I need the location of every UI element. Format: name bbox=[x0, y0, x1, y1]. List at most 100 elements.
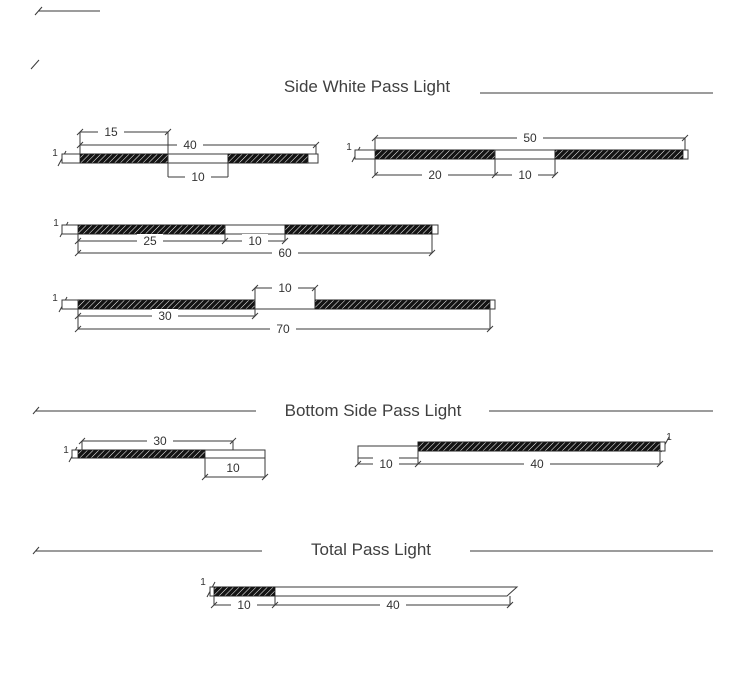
end-tick bbox=[486, 325, 494, 333]
end-tick bbox=[491, 171, 499, 179]
end-tick bbox=[281, 237, 289, 245]
dim-label-40: 40 bbox=[530, 457, 544, 471]
diagram-g: 1 10 40 bbox=[200, 577, 519, 612]
diagram-b: 1 50 20 10 bbox=[346, 131, 689, 182]
dim-label-10: 10 bbox=[237, 598, 251, 612]
hatch-segment-right bbox=[284, 224, 433, 235]
dim-label-10: 10 bbox=[248, 234, 262, 248]
label-bg bbox=[270, 322, 296, 336]
hatch-segment bbox=[213, 586, 276, 597]
section-title-bottom-side: Bottom Side Pass Light bbox=[285, 401, 462, 420]
edge-marker: 1 bbox=[63, 445, 69, 456]
section-header-total: Total Pass Light bbox=[32, 540, 713, 559]
end-tick bbox=[34, 6, 43, 16]
end-tick bbox=[656, 460, 664, 468]
end-tick bbox=[681, 134, 689, 142]
end-tick bbox=[76, 141, 84, 149]
label-bg bbox=[177, 138, 203, 152]
label-bg bbox=[98, 125, 124, 139]
end-tick bbox=[210, 601, 218, 609]
label-bg bbox=[422, 168, 448, 182]
label-bg bbox=[242, 234, 268, 248]
label-bg bbox=[231, 598, 257, 612]
light-bar-outline-tapered bbox=[209, 586, 519, 597]
label-bg bbox=[373, 457, 399, 471]
dim-label-40: 40 bbox=[183, 138, 197, 152]
dim-label-20: 20 bbox=[428, 168, 442, 182]
end-tick bbox=[221, 237, 229, 245]
diagram-e: 1 30 10 bbox=[63, 434, 269, 481]
hatch-segment-left bbox=[374, 149, 496, 160]
dim-label-70: 70 bbox=[276, 322, 290, 336]
hatch-segment bbox=[77, 449, 206, 459]
end-tick bbox=[428, 249, 436, 257]
label-bg bbox=[272, 246, 298, 260]
end-tick bbox=[312, 141, 320, 149]
dim-label-30: 30 bbox=[158, 309, 172, 323]
label-bg bbox=[517, 131, 543, 145]
dim-label-10: 10 bbox=[379, 457, 393, 471]
hatch-segment-right bbox=[554, 149, 684, 160]
dim-label-10: 10 bbox=[518, 168, 532, 182]
dim-label-10: 10 bbox=[278, 281, 292, 295]
dim-label-10: 10 bbox=[226, 461, 240, 475]
edge-marker: 1 bbox=[53, 218, 59, 229]
gap-segment bbox=[167, 153, 229, 164]
label-bg bbox=[380, 598, 406, 612]
label-bg bbox=[272, 281, 298, 294]
dim-label-15: 15 bbox=[104, 125, 118, 139]
end-tick bbox=[32, 546, 40, 555]
dim-label-50: 50 bbox=[523, 131, 537, 145]
end-tick bbox=[506, 601, 514, 609]
end-tick bbox=[251, 312, 259, 320]
gap-segment bbox=[224, 224, 286, 235]
hatch-segment-right bbox=[314, 299, 491, 310]
label-bg bbox=[152, 309, 178, 323]
dim-label-10: 10 bbox=[191, 170, 205, 184]
end-tick bbox=[311, 284, 319, 292]
dim-label-30: 30 bbox=[153, 434, 167, 448]
left-margin-tick bbox=[30, 59, 40, 70]
end-tick bbox=[201, 473, 209, 481]
gap-segment bbox=[494, 149, 556, 160]
label-bg bbox=[185, 170, 211, 184]
section-header-bottom-side: Bottom Side Pass Light bbox=[32, 401, 713, 420]
hatch-segment-right bbox=[227, 153, 309, 164]
hatch-segment-left bbox=[79, 153, 169, 164]
end-tick bbox=[371, 171, 379, 179]
dim-label-60: 60 bbox=[278, 246, 292, 260]
hatch-segment bbox=[417, 441, 661, 452]
label-bg bbox=[147, 434, 173, 448]
dim-label-25: 25 bbox=[143, 234, 157, 248]
section-title-side-white: Side White Pass Light bbox=[284, 77, 451, 96]
end-tick bbox=[74, 237, 82, 245]
diagram-a: 1 15 40 10 bbox=[52, 125, 320, 184]
end-tick bbox=[261, 473, 269, 481]
diagram-d: 1 10 30 70 bbox=[52, 281, 496, 336]
dim-label-40: 40 bbox=[386, 598, 400, 612]
edge-marker: 1 bbox=[52, 148, 58, 159]
hatch-segment-left bbox=[77, 224, 226, 235]
end-tick bbox=[74, 312, 82, 320]
end-tick bbox=[414, 460, 422, 468]
hatch-segment-left bbox=[77, 299, 256, 310]
label-bg bbox=[524, 457, 550, 471]
end-tick bbox=[32, 406, 40, 415]
end-tick bbox=[74, 249, 82, 257]
end-tick bbox=[251, 284, 259, 292]
edge-marker: 1 bbox=[200, 577, 206, 588]
end-tick bbox=[229, 437, 237, 445]
diagram-f: 1 10 40 bbox=[354, 432, 672, 471]
end-tick bbox=[74, 325, 82, 333]
end-tick bbox=[354, 460, 362, 468]
edge-marker: 1 bbox=[346, 142, 352, 153]
section-header-side-white: Side White Pass Light bbox=[284, 77, 713, 96]
end-tick bbox=[76, 128, 84, 136]
end-tick bbox=[78, 437, 86, 445]
end-tick bbox=[371, 134, 379, 142]
label-bg bbox=[137, 234, 163, 248]
edge-marker: 1 bbox=[52, 293, 58, 304]
end-tick bbox=[164, 128, 172, 136]
